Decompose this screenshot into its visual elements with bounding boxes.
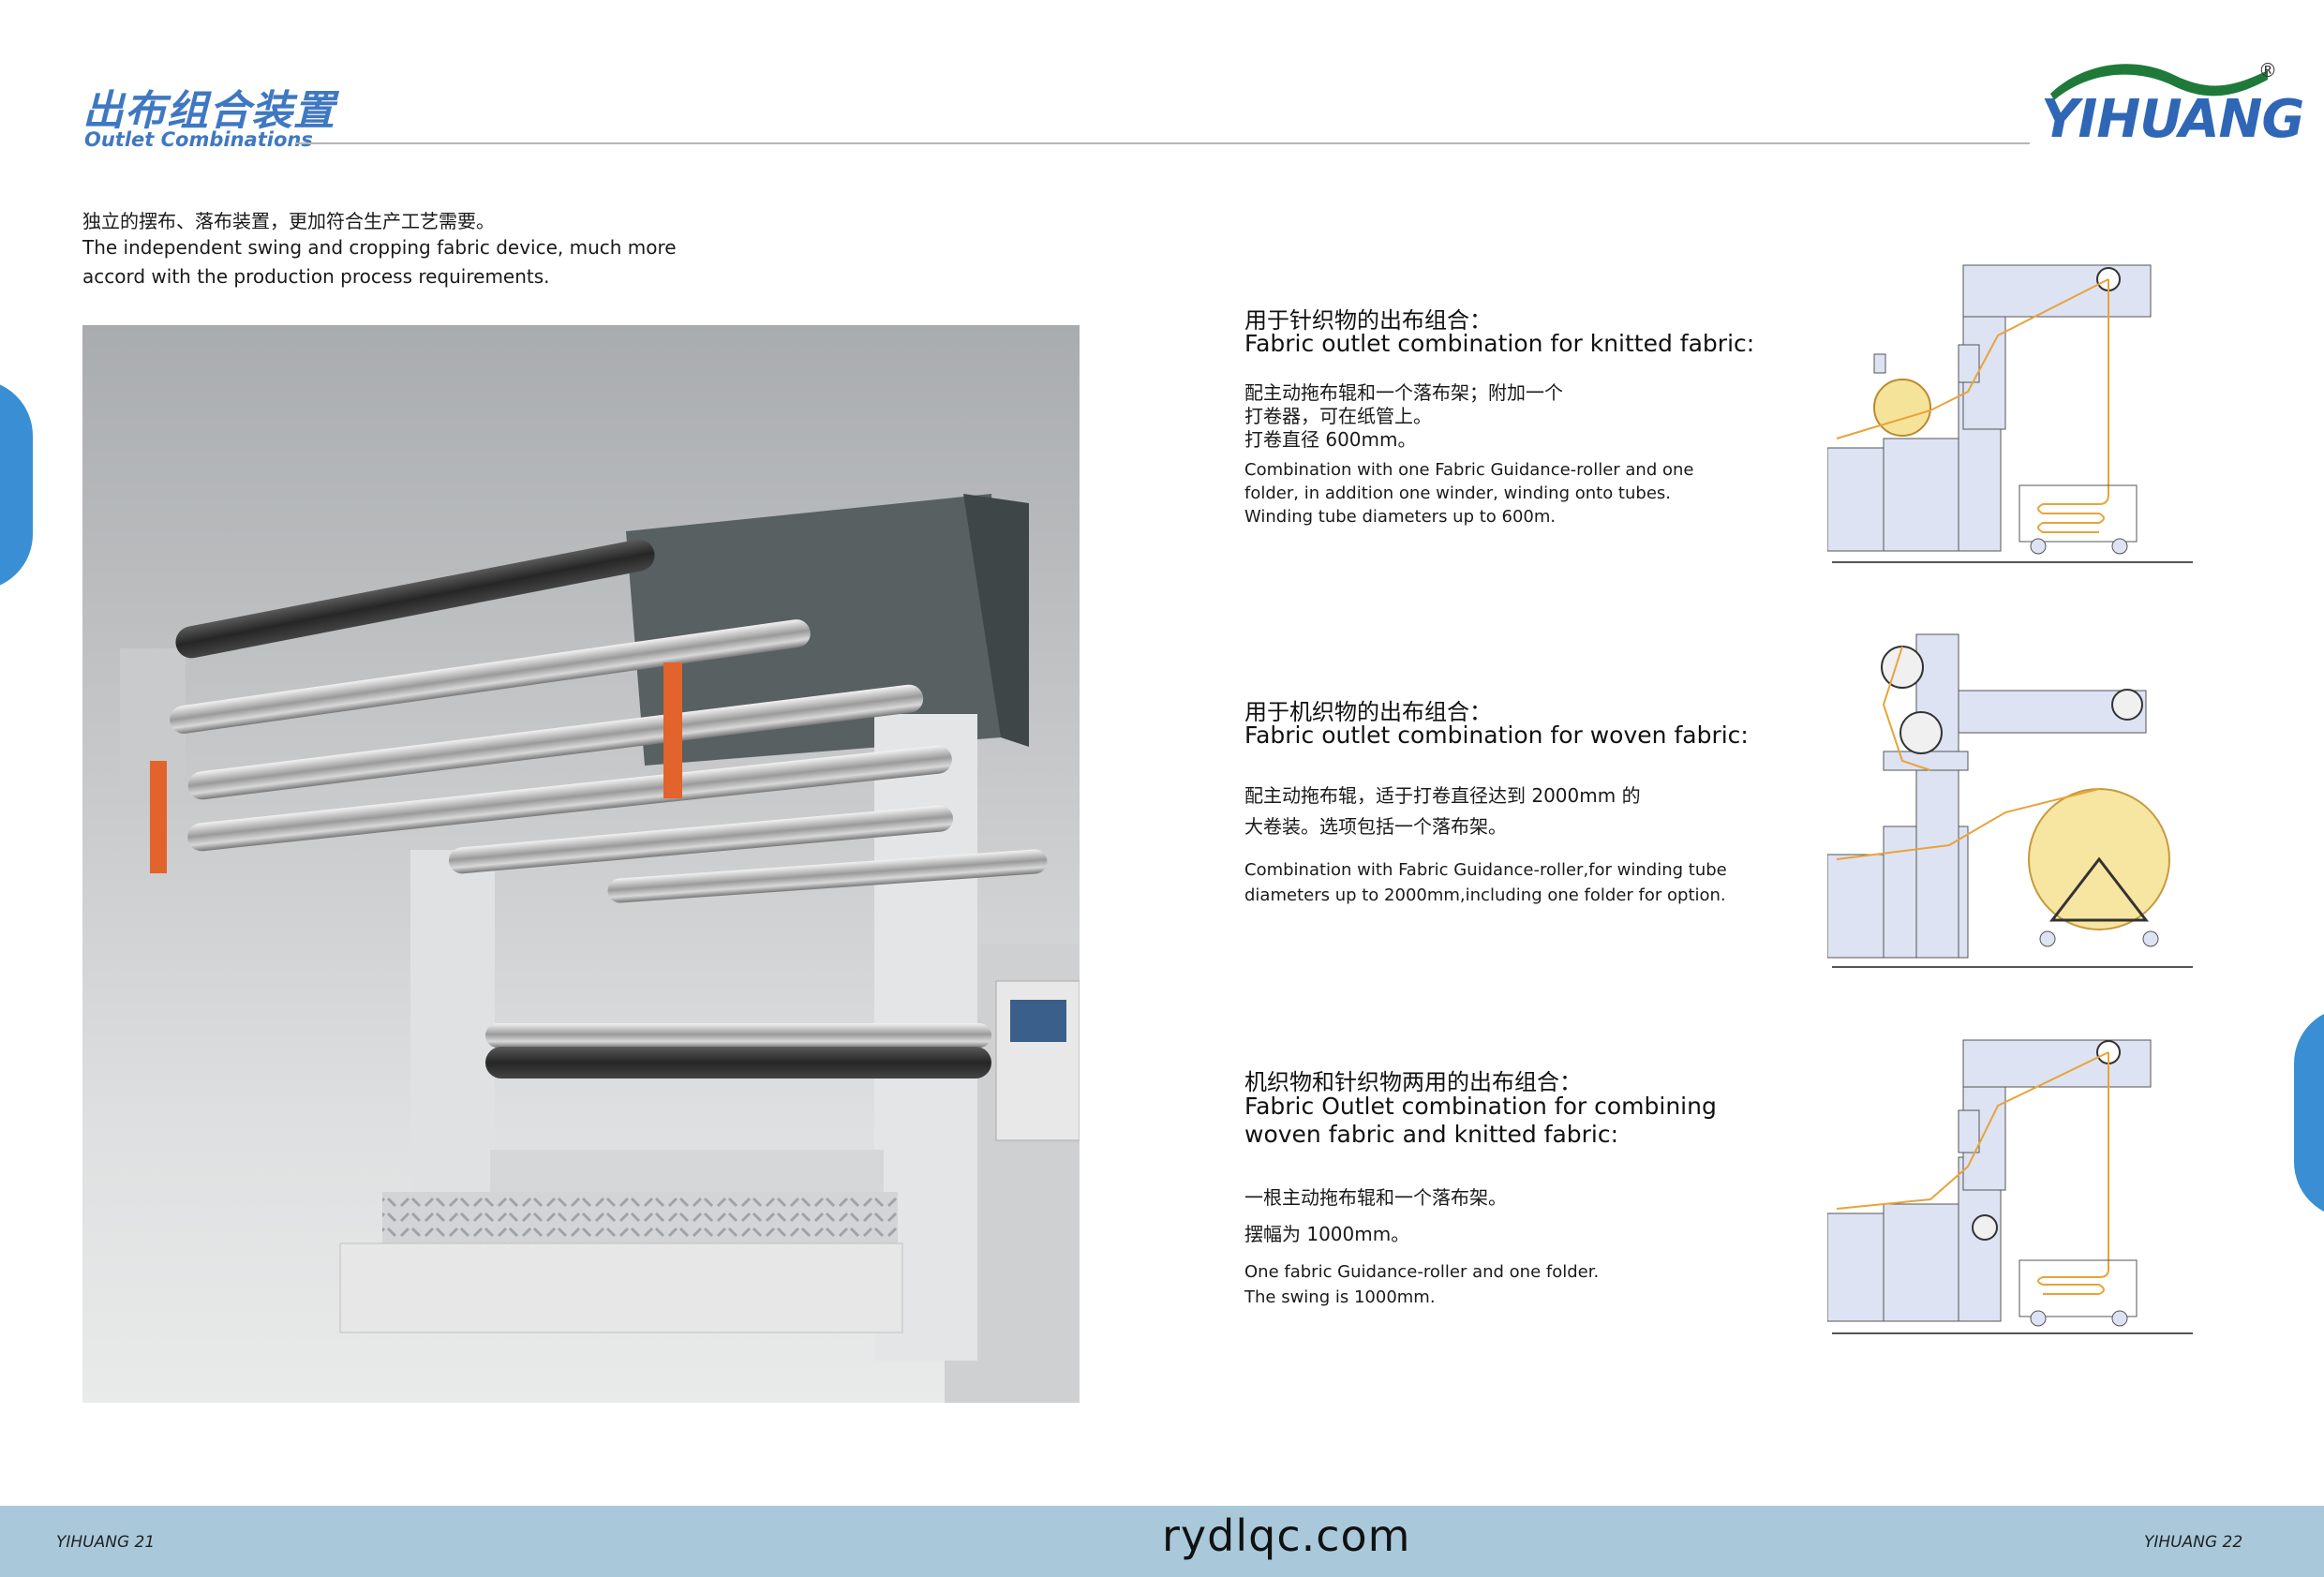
logo-wordmark: YIHUANG xyxy=(2041,89,2304,150)
page-title-en: Outlet Combinations xyxy=(84,128,313,151)
footer-page-right: YIHUANG 22 xyxy=(2144,1533,2243,1552)
section-2-body-cn-1: 配主动拖布辊，适于打卷直径达到 2000mm 的 xyxy=(1244,784,1641,807)
right-side-tab xyxy=(2294,1007,2324,1218)
footer-page-left: YIHUANG 21 xyxy=(56,1533,156,1552)
knitted-outlet-diagram xyxy=(1827,264,2193,563)
section-1-heading-en: Fabric outlet combination for knitted fa… xyxy=(1244,330,1755,357)
woven-outlet-diagram xyxy=(1827,633,2193,968)
page-title-cn: 出布组合装置 xyxy=(82,87,335,135)
footer-band xyxy=(0,1506,2324,1577)
left-side-tab xyxy=(0,379,33,590)
section-3-heading-cn: 机织物和针织物两用的出布组合： xyxy=(1244,1069,1582,1095)
intro-cn: 独立的摆布、落布装置，更加符合生产工艺需要。 xyxy=(82,210,495,232)
section-1-body-cn-1: 配主动拖布辊和一个落布架；附加一个 xyxy=(1244,381,1563,404)
header-divider xyxy=(296,142,2030,144)
section-1-body-en-2: folder, in addition one winder, winding … xyxy=(1244,484,1671,503)
combined-outlet-diagram xyxy=(1827,1039,2193,1334)
section-2-heading-en: Fabric outlet combination for woven fabr… xyxy=(1244,722,1749,749)
yihuang-logo: YIHUANG ® xyxy=(2034,52,2304,155)
section-1-heading-cn: 用于针织物的出布组合： xyxy=(1244,307,1492,334)
intro-en-2: accord with the production process requi… xyxy=(82,265,550,288)
section-3-body-cn-1: 一根主动拖布辊和一个落布架。 xyxy=(1244,1186,1507,1209)
section-3-body-en-1: One fabric Guidance-roller and one folde… xyxy=(1244,1262,1600,1282)
machine-photo xyxy=(82,325,1080,1403)
logo-swoosh-icon xyxy=(2050,64,2268,100)
section-2-heading-cn: 用于机织物的出布组合： xyxy=(1244,699,1492,725)
footer-site[interactable]: rydlqc.com xyxy=(1162,1510,1411,1561)
section-3-heading-en-1: Fabric Outlet combination for combining xyxy=(1244,1093,1717,1120)
section-2-body-en-1: Combination with Fabric Guidance-roller,… xyxy=(1244,860,1727,880)
registered-mark: ® xyxy=(2258,59,2277,82)
section-1-body-en-1: Combination with one Fabric Guidance-rol… xyxy=(1244,460,1694,480)
section-2-body-cn-2: 大卷装。选项包括一个落布架。 xyxy=(1244,815,1507,838)
section-3-body-cn-2: 摆幅为 1000mm。 xyxy=(1244,1223,1410,1245)
section-1-body-cn-3: 打卷直径 600mm。 xyxy=(1244,428,1417,451)
section-3-body-en-2: The swing is 1000mm. xyxy=(1244,1287,1436,1307)
intro-en-1: The independent swing and cropping fabri… xyxy=(82,236,677,259)
section-1-body-cn-2: 打卷器，可在纸管上。 xyxy=(1244,405,1432,427)
section-1-body-en-3: Winding tube diameters up to 600m. xyxy=(1244,507,1557,527)
section-2-body-en-2: diameters up to 2000mm,including one fol… xyxy=(1244,885,1726,905)
section-3-heading-en-2: woven fabric and knitted fabric: xyxy=(1244,1121,1619,1148)
